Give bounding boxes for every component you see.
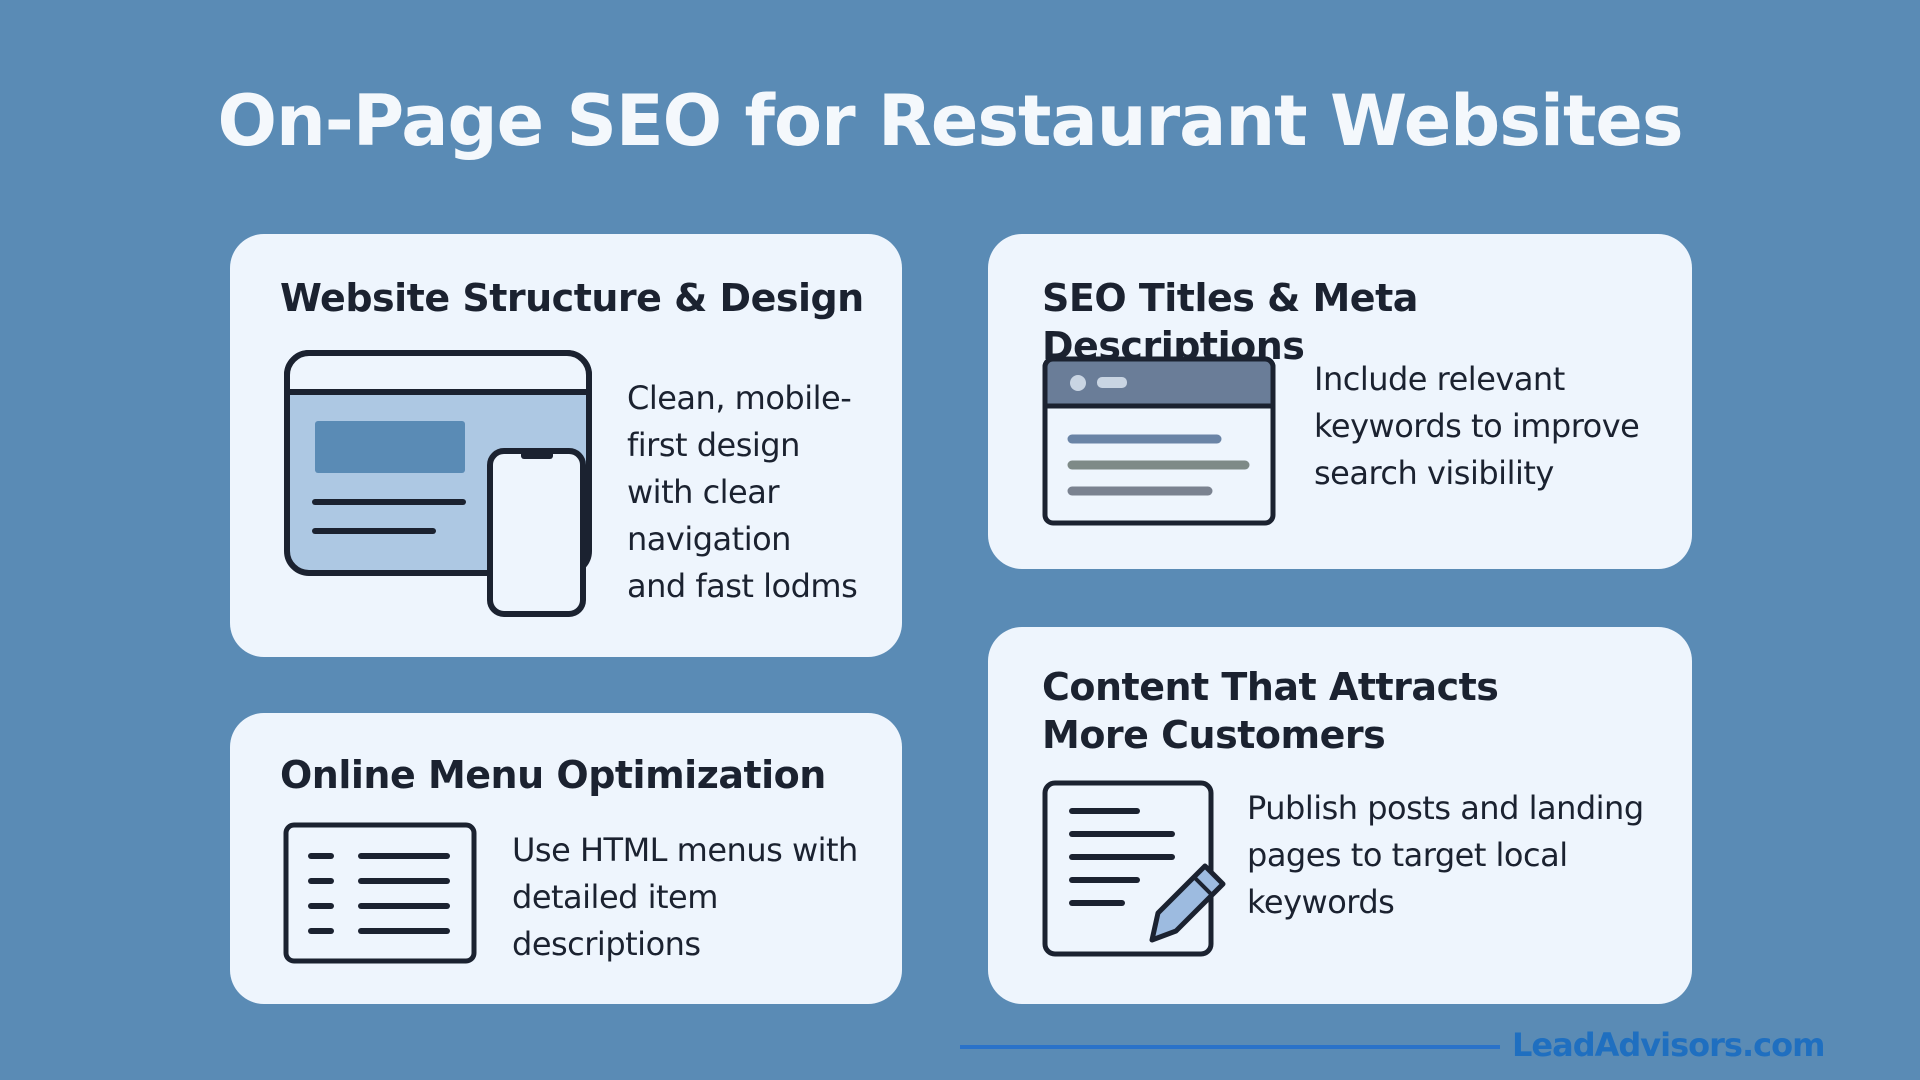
website-mobile-icon	[284, 350, 592, 617]
page-title: On-Page SEO for Restaurant Websites	[217, 80, 1683, 162]
card-heading: Website Structure & Design	[280, 276, 864, 320]
document-pencil-icon	[1042, 780, 1226, 957]
card-heading: Content That Attracts More Customers	[1042, 665, 1499, 757]
card-description: Include relevant keywords to improve sea…	[1314, 360, 1640, 492]
brand-logo: LeadAdvisors.com	[1512, 1026, 1825, 1064]
card-content: Content That Attracts More Customers Pub…	[988, 627, 1692, 1004]
browser-window-icon	[1042, 356, 1276, 526]
card-description: Publish posts and landing pages to targe…	[1247, 789, 1644, 921]
card-heading: Online Menu Optimization	[280, 753, 826, 797]
menu-list-icon	[283, 822, 477, 964]
card-description: Use HTML menus with detailed item descri…	[512, 831, 858, 963]
footer-divider	[960, 1045, 1500, 1049]
card-description: Clean, mobile- first design with clear n…	[627, 379, 858, 605]
card-website-structure: Website Structure & Design Clean, mobile…	[230, 234, 902, 657]
card-online-menu: Online Menu Optimization Use HTML menus …	[230, 713, 902, 1004]
card-seo-titles: SEO Titles & Meta Descriptions Include r…	[988, 234, 1692, 569]
